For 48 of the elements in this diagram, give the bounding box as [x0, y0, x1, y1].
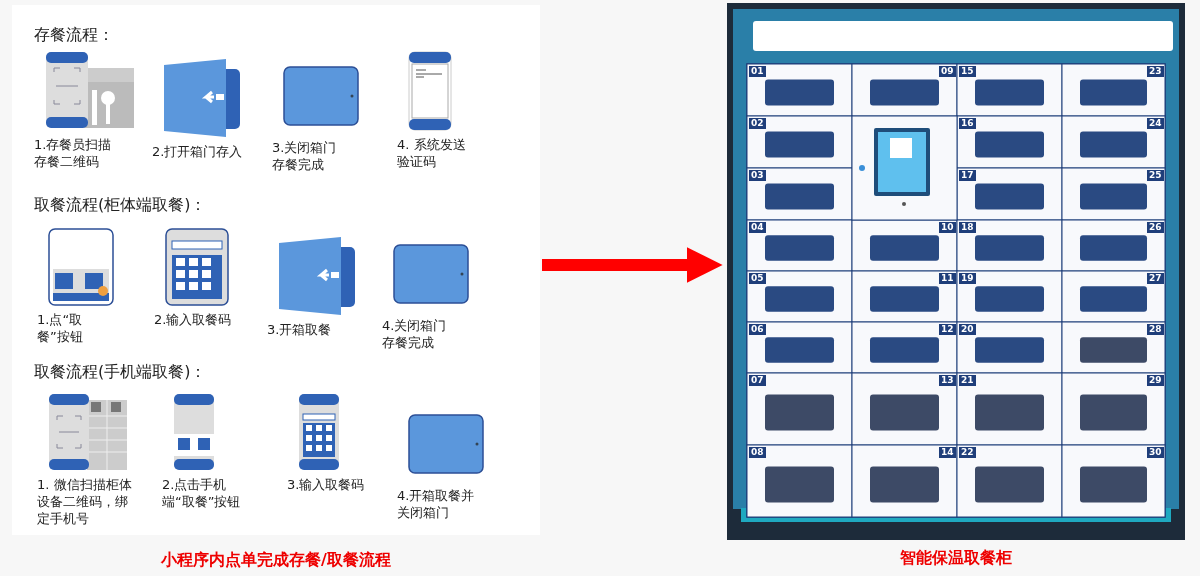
step-caption: 1.点“取餐”按钮: [37, 311, 84, 345]
compartment-number: 12: [939, 324, 956, 335]
compartment-number: 26: [1147, 222, 1164, 233]
compartment-number: 06: [749, 324, 766, 335]
section-heading: 存餐流程：: [34, 25, 114, 46]
compartment-number: 20: [959, 324, 976, 335]
panel-caption: 小程序内点单完成存餐/取餐流程: [160, 550, 392, 571]
step-caption: 2.输入取餐码: [154, 311, 233, 328]
compartment-number: 22: [959, 447, 976, 458]
compartment-number: 10: [939, 222, 956, 233]
step-caption: 1. 微信扫描柜体设备二维码，绑定手机号: [37, 476, 133, 527]
compartment-number: 28: [1147, 324, 1164, 335]
compartment-number: 05: [749, 273, 766, 284]
compartment-number: 02: [749, 118, 766, 129]
step-caption: 2.打开箱门存入: [152, 143, 244, 160]
step-caption: 4.开箱取餐并关闭箱门: [397, 487, 476, 521]
step-caption: 3.关闭箱门存餐完成: [272, 139, 338, 173]
compartment-number: 24: [1147, 118, 1164, 129]
step-caption: 2.点击手机端“取餐”按钮: [162, 476, 242, 510]
compartment-number: 14: [939, 447, 956, 458]
compartment-number: 11: [939, 273, 956, 284]
compartment-number: 04: [749, 222, 766, 233]
section-heading: 取餐流程(柜体端取餐)：: [34, 195, 207, 216]
compartment-number: 15: [959, 66, 976, 77]
step-caption: 4. 系统发送验证码: [397, 136, 467, 170]
compartment-number: 16: [959, 118, 976, 129]
compartment-number: 07: [749, 375, 766, 386]
compartment-number: 23: [1147, 66, 1164, 77]
step-caption: 3.输入取餐码: [287, 476, 366, 493]
compartment-number: 08: [749, 447, 766, 458]
compartment-number: 09: [939, 66, 956, 77]
step-caption: 1.存餐员扫描存餐二维码: [34, 136, 113, 170]
compartment-number: 29: [1147, 375, 1164, 386]
step-caption: 4.关闭箱门存餐完成: [382, 317, 448, 351]
arrow: [542, 247, 723, 283]
compartment-number: 27: [1147, 273, 1164, 284]
section-heading: 取餐流程(手机端取餐)：: [34, 362, 207, 383]
compartment-number: 01: [749, 66, 766, 77]
compartment-number: 17: [959, 170, 976, 181]
compartment-number: 21: [959, 375, 976, 386]
compartment-number: 03: [749, 170, 766, 181]
compartment-number: 13: [939, 375, 956, 386]
step-caption: 3.开箱取餐: [267, 321, 333, 338]
picture-caption: 智能保温取餐柜: [899, 548, 1013, 569]
compartment-number: 30: [1147, 447, 1164, 458]
compartment-number: 18: [959, 222, 976, 233]
compartment-number: 19: [959, 273, 976, 284]
compartment-number: 25: [1147, 170, 1164, 181]
